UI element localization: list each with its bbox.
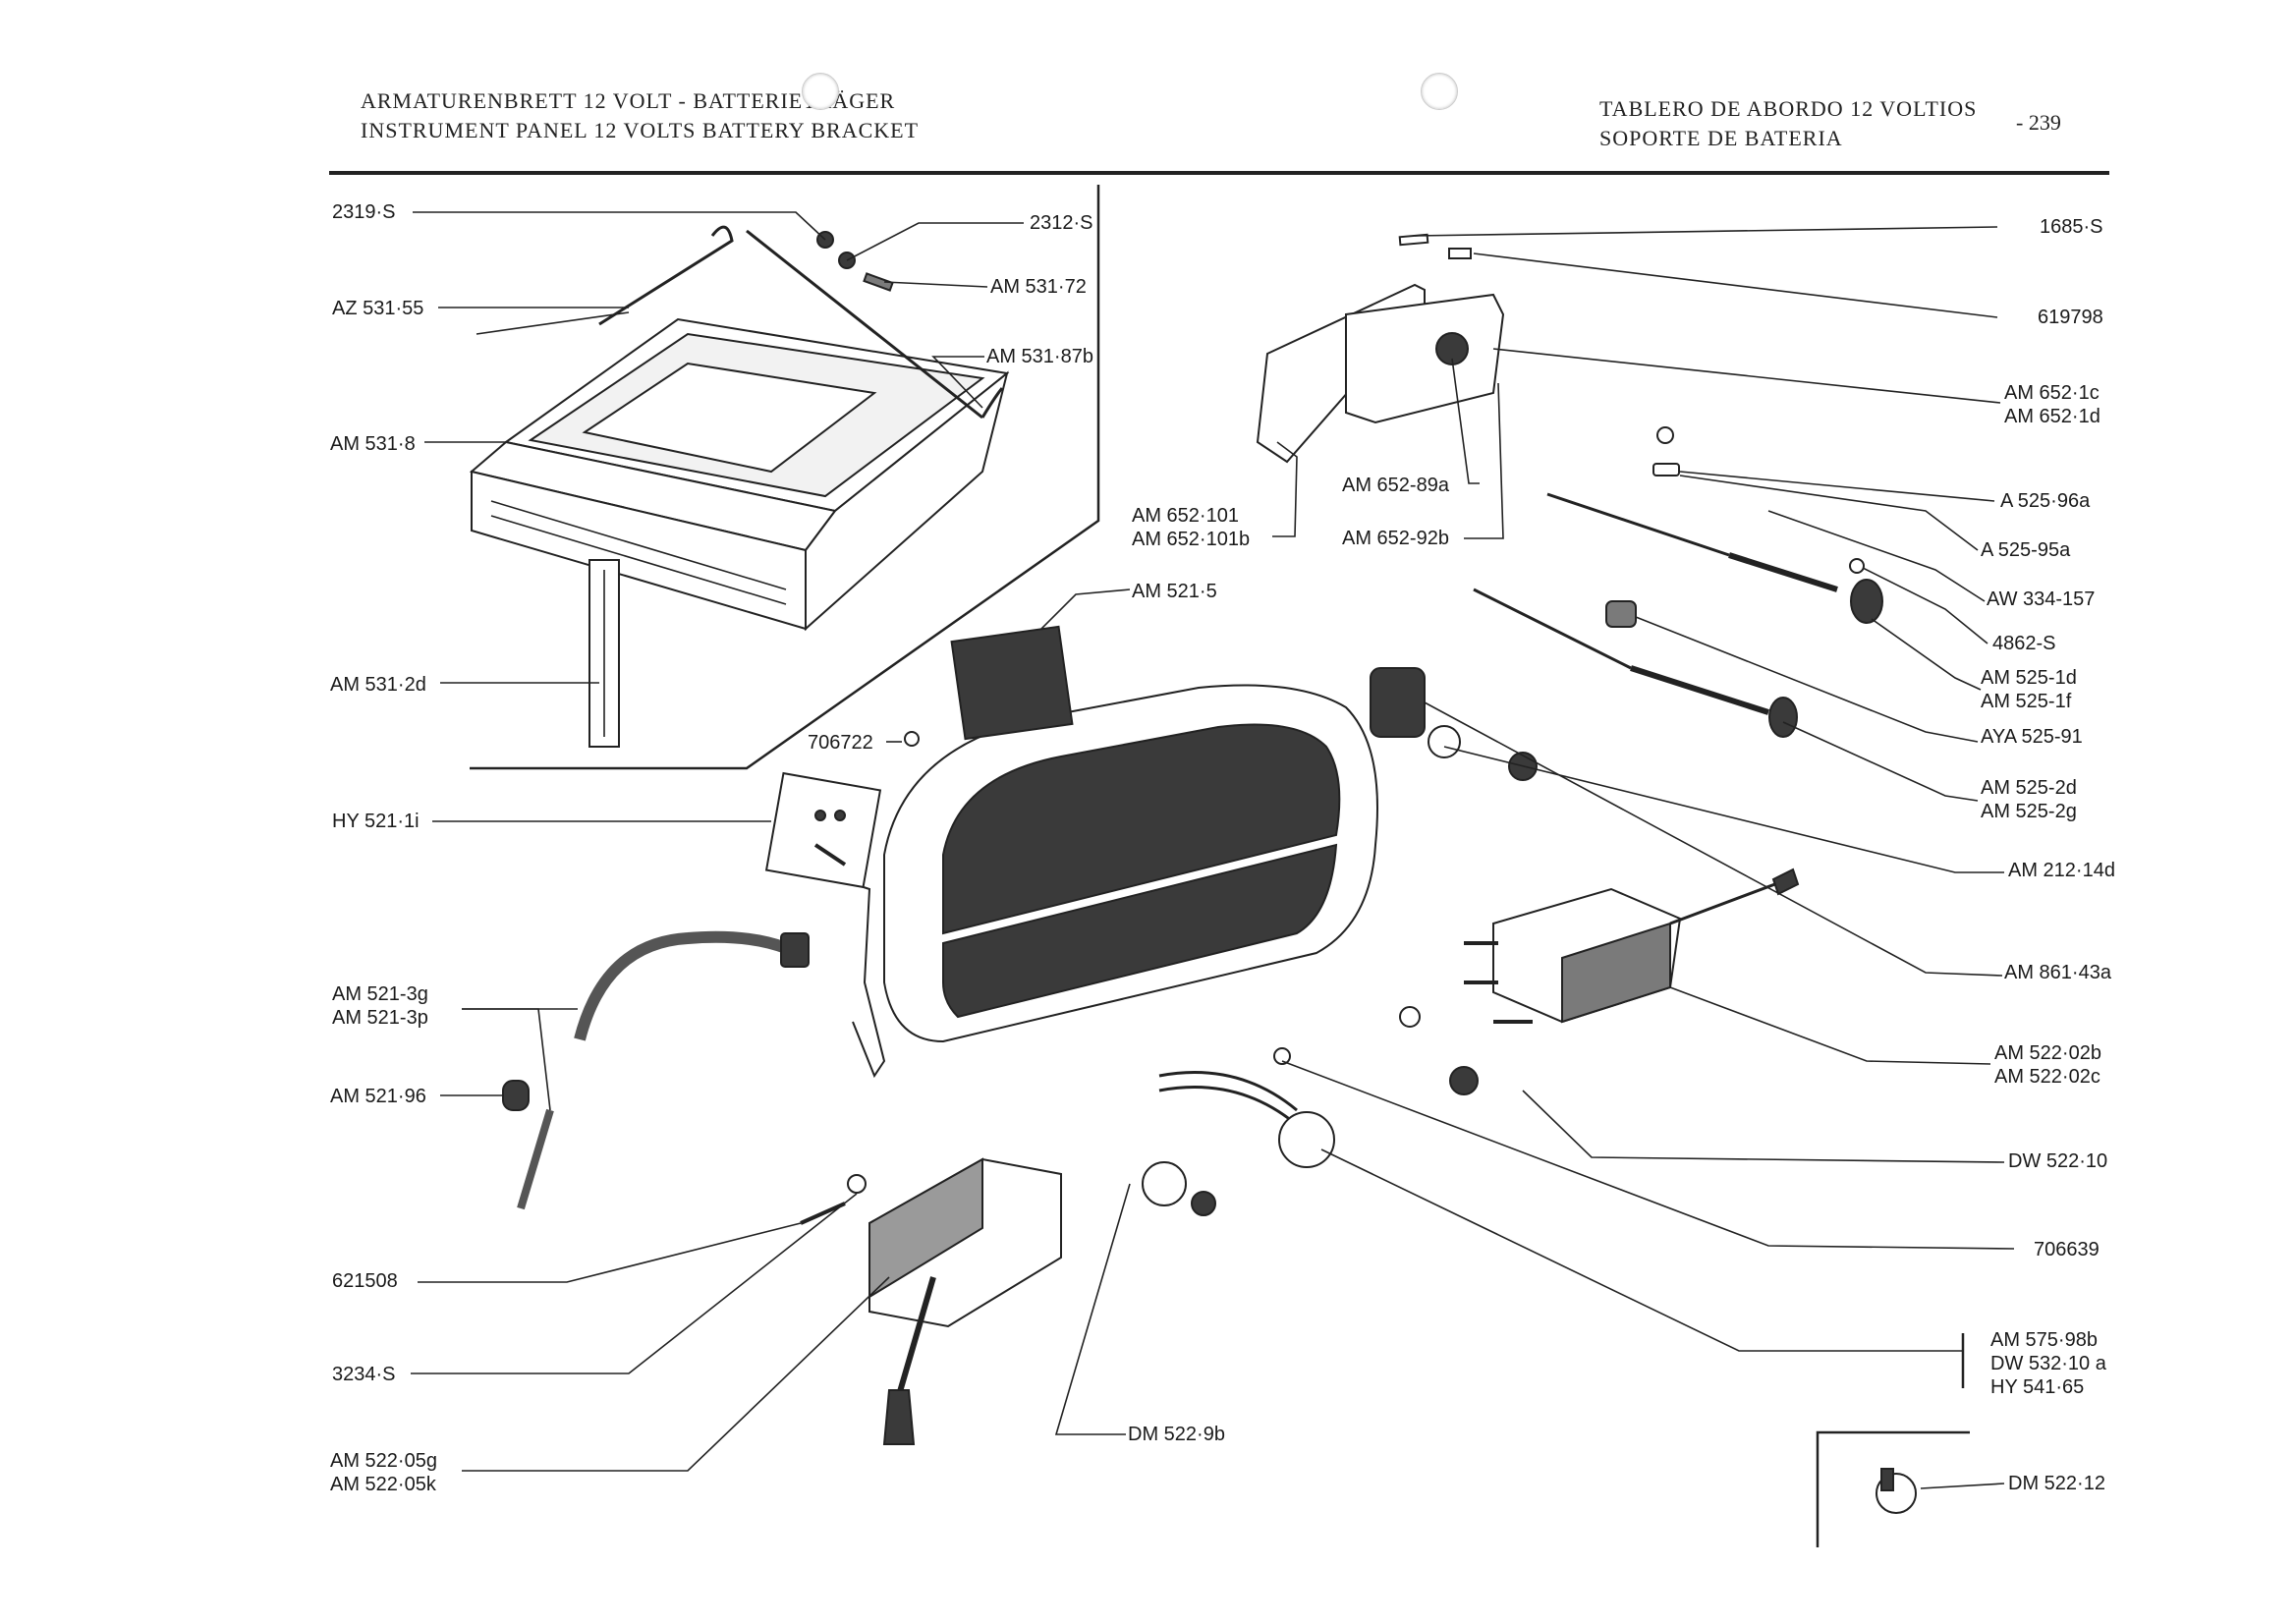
leader-lines xyxy=(411,211,2015,1489)
part-label: AM 521·96 xyxy=(330,1086,426,1107)
part-label: AM 525-2d xyxy=(1981,777,2077,799)
part-label: AM 212·14d xyxy=(2008,860,2115,881)
part-label: 2319·S xyxy=(332,201,396,223)
part-label: AM 531·8 xyxy=(330,433,416,455)
part-label-group: AM 575·98b DW 532·10 a HY 541·65 xyxy=(1990,1328,2106,1399)
part-label: AYA 525-91 xyxy=(1981,726,2083,748)
part-label: AM 861·43a xyxy=(2004,962,2111,983)
header-rule xyxy=(329,171,2109,175)
part-label: AM 522·05g xyxy=(330,1450,437,1472)
part-label: AM 652·1d xyxy=(2004,406,2100,427)
part-label: A 525·96a xyxy=(2000,490,2091,512)
part-label: AM 652-89a xyxy=(1342,475,1449,496)
part-label: 2312·S xyxy=(1030,212,1093,234)
part-label: AM 521-3p xyxy=(332,1007,428,1029)
part-label: AM 531·87b xyxy=(986,346,1093,367)
wiper-switch-assembly xyxy=(800,1157,1062,1445)
dm52212-part xyxy=(1876,1468,1917,1514)
section-dividers xyxy=(470,185,1970,1547)
part-label: HY 541·65 xyxy=(1990,1376,2085,1398)
punch-hole xyxy=(802,73,839,110)
part-label: AM 522·02b xyxy=(1994,1042,2101,1064)
page-number: - 239 xyxy=(2016,110,2061,135)
part-label: 1685·S xyxy=(2040,216,2103,238)
part-label: AM 521·5 xyxy=(1132,581,1217,602)
part-label-group: AM 522·05g AM 522·05k xyxy=(330,1449,437,1496)
ignition-and-relay xyxy=(1370,667,1800,1095)
part-label: AM 522·02c xyxy=(1994,1066,2100,1088)
part-label: 706639 xyxy=(2034,1239,2100,1260)
part-label-group: AM 522·02b AM 522·02c xyxy=(1994,1041,2101,1089)
instrument-panel xyxy=(764,625,1378,1079)
part-label-group: AM 521-3g AM 521-3p xyxy=(332,982,428,1030)
header-right-line1: TABLERO DE ABORDO 12 VOLTIOS xyxy=(1599,96,1978,121)
part-label: DM 522·12 xyxy=(2008,1473,2105,1494)
part-label: AM 525-1d xyxy=(1981,667,2077,689)
part-label-group: AM 525-2d AM 525-2g xyxy=(1981,776,2077,823)
part-label: 619798 xyxy=(2038,307,2103,328)
part-label: DW 532·10 a xyxy=(1990,1353,2106,1374)
part-label: 621508 xyxy=(332,1270,398,1292)
part-label: AM 652·1c xyxy=(2004,382,2100,404)
part-label-group: AM 652·101 AM 652·101b xyxy=(1132,504,1250,551)
part-label-group: AM 525-1d AM 525-1f xyxy=(1981,666,2077,713)
part-label: AM 531·72 xyxy=(990,276,1087,298)
part-label: AM 525-2g xyxy=(1981,801,2077,822)
part-label: AZ 531·55 xyxy=(332,298,424,319)
header-left-line2: INSTRUMENT PANEL 12 VOLTS BATTERY BRACKE… xyxy=(361,118,920,142)
speedometer-cable xyxy=(502,930,810,1210)
part-label: AM 575·98b xyxy=(1990,1329,2098,1351)
lamp-housing xyxy=(1256,233,1505,464)
center-switches xyxy=(1142,1047,1335,1216)
part-label: AM 652·101b xyxy=(1132,529,1251,550)
part-label: HY 521·1i xyxy=(332,811,420,832)
part-label: 706722 xyxy=(808,732,873,754)
part-label: AW 334-157 xyxy=(1987,588,2096,610)
part-label: DM 522·9b xyxy=(1128,1424,1225,1445)
part-label: AM 521-3g xyxy=(332,983,428,1005)
part-label: AM 531·2d xyxy=(330,674,426,696)
part-label: AM 525-1f xyxy=(1981,691,2072,712)
part-label-group: AM 652·1c AM 652·1d xyxy=(2004,381,2100,428)
part-label: 4862-S xyxy=(1992,633,2056,654)
part-label: 3234·S xyxy=(332,1364,396,1385)
part-label: AM 652-92b xyxy=(1342,528,1449,549)
battery-bracket xyxy=(469,225,1010,748)
choke-cables xyxy=(1473,426,1883,738)
header-right: TABLERO DE ABORDO 12 VOLTIOS SOPORTE DE … xyxy=(1599,94,1977,153)
header-right-line2: SOPORTE DE BATERIA xyxy=(1599,126,1843,150)
part-label: DW 522·10 xyxy=(2008,1150,2108,1172)
punch-hole xyxy=(1421,73,1458,110)
part-label: AM 652·101 xyxy=(1132,505,1239,527)
part-label: AM 522·05k xyxy=(330,1474,436,1495)
part-label: A 525-95a xyxy=(1981,539,2071,561)
